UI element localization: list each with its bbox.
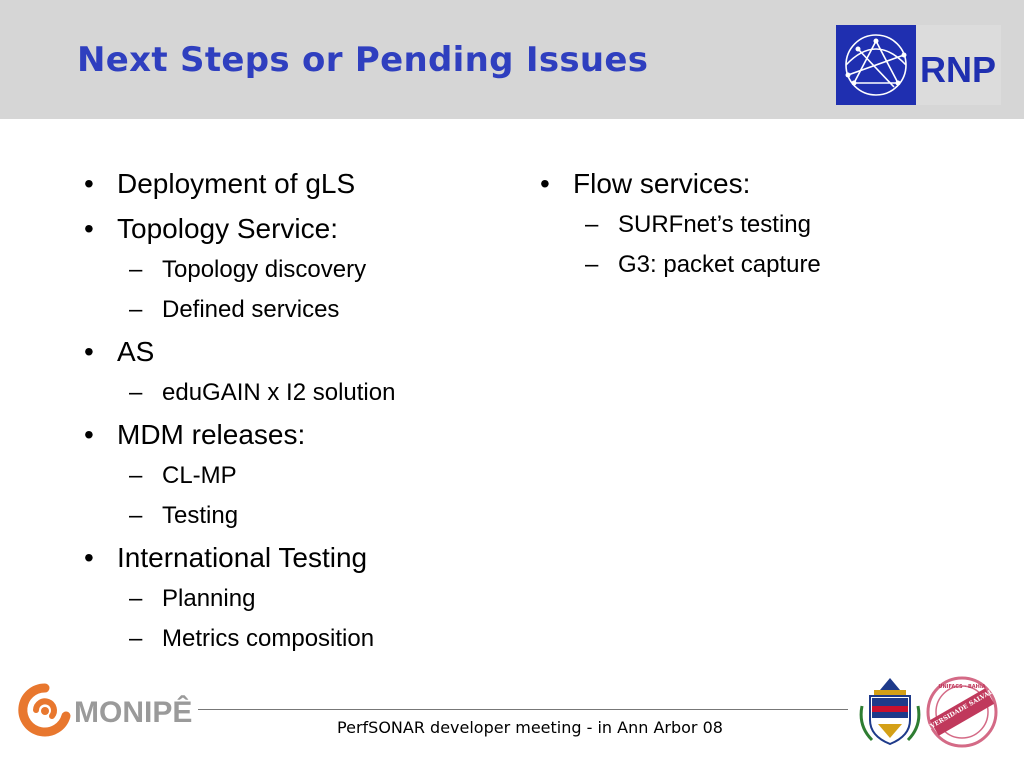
- sub-bullet-item: –CL-MP: [84, 462, 504, 490]
- sub-bullet-text: Metrics composition: [162, 625, 375, 652]
- dash-marker: –: [129, 625, 143, 652]
- dash-marker: –: [129, 502, 143, 529]
- bullet-text: Topology Service:: [117, 213, 339, 244]
- bullet-text: AS: [117, 336, 155, 367]
- dash-marker: –: [585, 251, 599, 278]
- sub-bullet-text: Testing: [162, 502, 239, 529]
- dash-marker: –: [129, 462, 143, 489]
- sub-bullet-item: –Planning: [84, 585, 504, 613]
- bullet-text: Deployment of gLS: [117, 168, 356, 199]
- monipe-logo: MONIPÊ: [18, 683, 192, 737]
- bullet-item: • AS: [84, 336, 504, 368]
- bullet-marker: •: [84, 419, 94, 450]
- slide-title: Next Steps or Pending Issues: [77, 40, 649, 80]
- sub-bullet-item: –Testing: [84, 502, 504, 530]
- bullet-text: International Testing: [117, 542, 368, 573]
- footer-divider: [198, 709, 848, 710]
- svg-text:MONIPÊ: MONIPÊ: [74, 695, 192, 729]
- university-crest-icon: [859, 678, 921, 746]
- bullet-item: • Topology Service:: [84, 213, 504, 245]
- dash-marker: –: [129, 379, 143, 406]
- sub-bullet-item: –eduGAIN x I2 solution: [84, 379, 504, 407]
- sub-bullet-item: –SURFnet’s testing: [540, 211, 980, 239]
- universidade-salvador-seal-icon: UNIFACS · BAHIA UNIVERSIDADE SALVADOR: [926, 676, 998, 748]
- sub-bullet-item: –Defined services: [84, 296, 504, 324]
- bullet-item: • Deployment of gLS: [84, 168, 504, 200]
- bullet-item: • Flow services:: [540, 168, 980, 200]
- sub-bullet-text: eduGAIN x I2 solution: [162, 379, 396, 406]
- bullet-marker: •: [540, 168, 550, 199]
- bullet-text: Flow services:: [573, 168, 751, 199]
- svg-text:UNIFACS · BAHIA: UNIFACS · BAHIA: [938, 684, 985, 690]
- dash-marker: –: [129, 256, 143, 283]
- sub-bullet-text: Defined services: [162, 296, 340, 323]
- bullet-marker: •: [84, 542, 94, 573]
- svg-text:RNP: RNP: [920, 49, 996, 90]
- bullet-item: • International Testing: [84, 542, 504, 574]
- bullet-marker: •: [84, 213, 94, 244]
- dash-marker: –: [129, 585, 143, 612]
- bullet-item: • MDM releases:: [84, 419, 504, 451]
- sub-bullet-item: –Metrics composition: [84, 625, 504, 653]
- sub-bullet-item: –G3: packet capture: [540, 251, 980, 279]
- sub-bullet-item: –Topology discovery: [84, 256, 504, 284]
- footer-text: PerfSONAR developer meeting - in Ann Arb…: [337, 718, 723, 737]
- sub-bullet-text: Topology discovery: [162, 256, 367, 283]
- sub-bullet-text: Planning: [162, 585, 256, 612]
- sub-bullet-text: CL-MP: [162, 462, 237, 489]
- bullet-marker: •: [84, 168, 94, 199]
- dash-marker: –: [585, 211, 599, 238]
- bullet-text: MDM releases:: [117, 419, 306, 450]
- left-column: •Deployment of gLS •Topology Service: –T…: [84, 168, 504, 665]
- sub-bullet-text: G3: packet capture: [618, 251, 821, 278]
- rnp-logo: RNP: [836, 25, 1001, 105]
- right-column: • Flow services: –SURFnet’s testing –G3: …: [540, 168, 980, 291]
- sub-bullet-text: SURFnet’s testing: [618, 211, 811, 238]
- dash-marker: –: [129, 296, 143, 323]
- bullet-marker: •: [84, 336, 94, 367]
